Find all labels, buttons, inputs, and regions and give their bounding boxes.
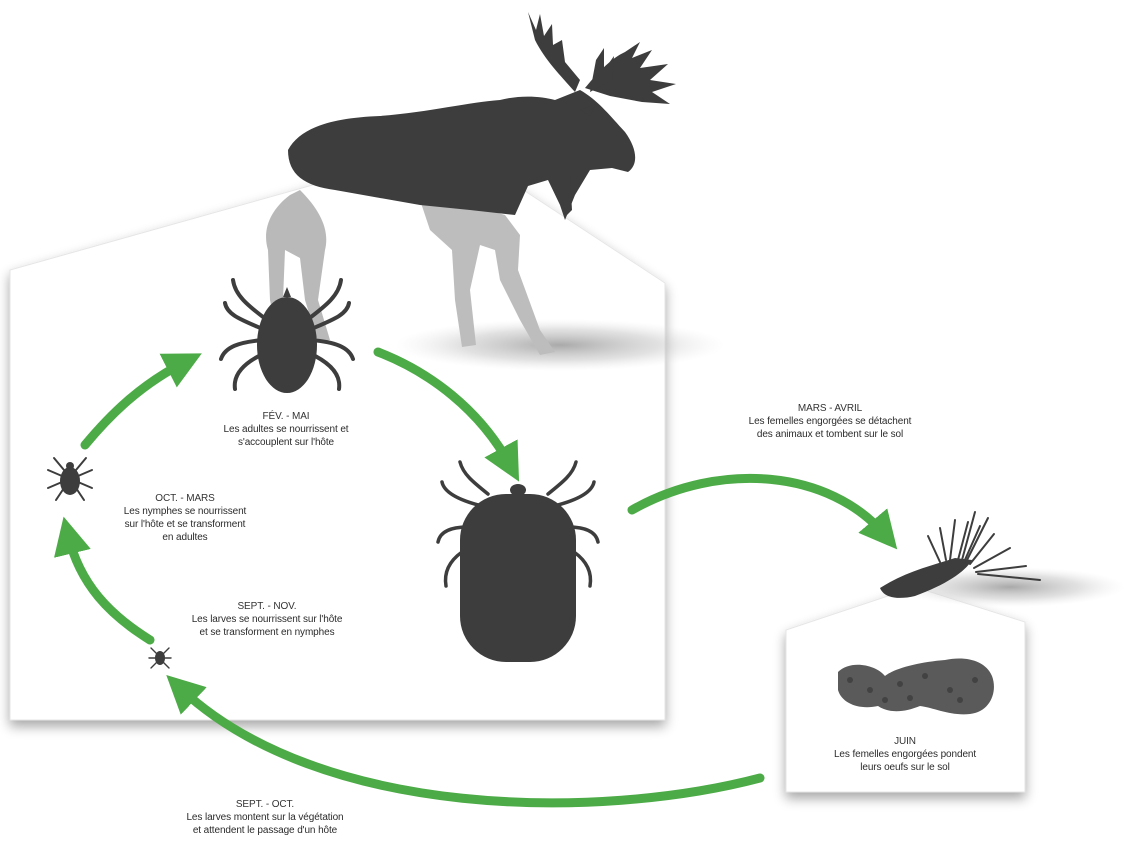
stage-sept-nov-label: SEPT. - NOV. Les larves se nourrissent s… <box>152 600 382 639</box>
stage-mar-apr-desc: Les femelles engorgées se détachent des … <box>715 415 945 441</box>
stage-mar-apr-label: MARS - AVRIL Les femelles engorgées se d… <box>715 402 945 441</box>
egg-mass-icon <box>838 659 994 715</box>
moose-ground-shadow <box>395 319 725 371</box>
stage-oct-mar-title: OCT. - MARS <box>95 492 275 505</box>
stage-june-title: JUIN <box>795 735 1015 748</box>
stage-june-desc: Les femelles engorgées pondent leurs oeu… <box>795 748 1015 774</box>
stage-feb-may-title: FÉV. - MAI <box>186 410 386 423</box>
stage-oct-mar-desc: Les nymphes se nourrissent sur l'hôte et… <box>95 505 275 544</box>
stage-feb-may-label: FÉV. - MAI Les adultes se nourrissent et… <box>186 410 386 449</box>
stage-sept-oct-desc: Les larves montent sur la végétation et … <box>150 811 380 837</box>
stage-sept-nov-desc: Les larves se nourrissent sur l'hôte et … <box>152 613 382 639</box>
stage-june-label: JUIN Les femelles engorgées pondent leur… <box>795 735 1015 774</box>
stage-mar-apr-title: MARS - AVRIL <box>715 402 945 415</box>
stage-sept-oct-title: SEPT. - OCT. <box>150 798 380 811</box>
stage-sept-oct-label: SEPT. - OCT. Les larves montent sur la v… <box>150 798 380 837</box>
stage-sept-nov-title: SEPT. - NOV. <box>152 600 382 613</box>
stage-oct-mar-label: OCT. - MARS Les nymphes se nourrissent s… <box>95 492 275 544</box>
arrow-engorged-to-ground <box>632 478 885 535</box>
stage-feb-may-desc: Les adultes se nourrissent et s'accouple… <box>186 423 386 449</box>
